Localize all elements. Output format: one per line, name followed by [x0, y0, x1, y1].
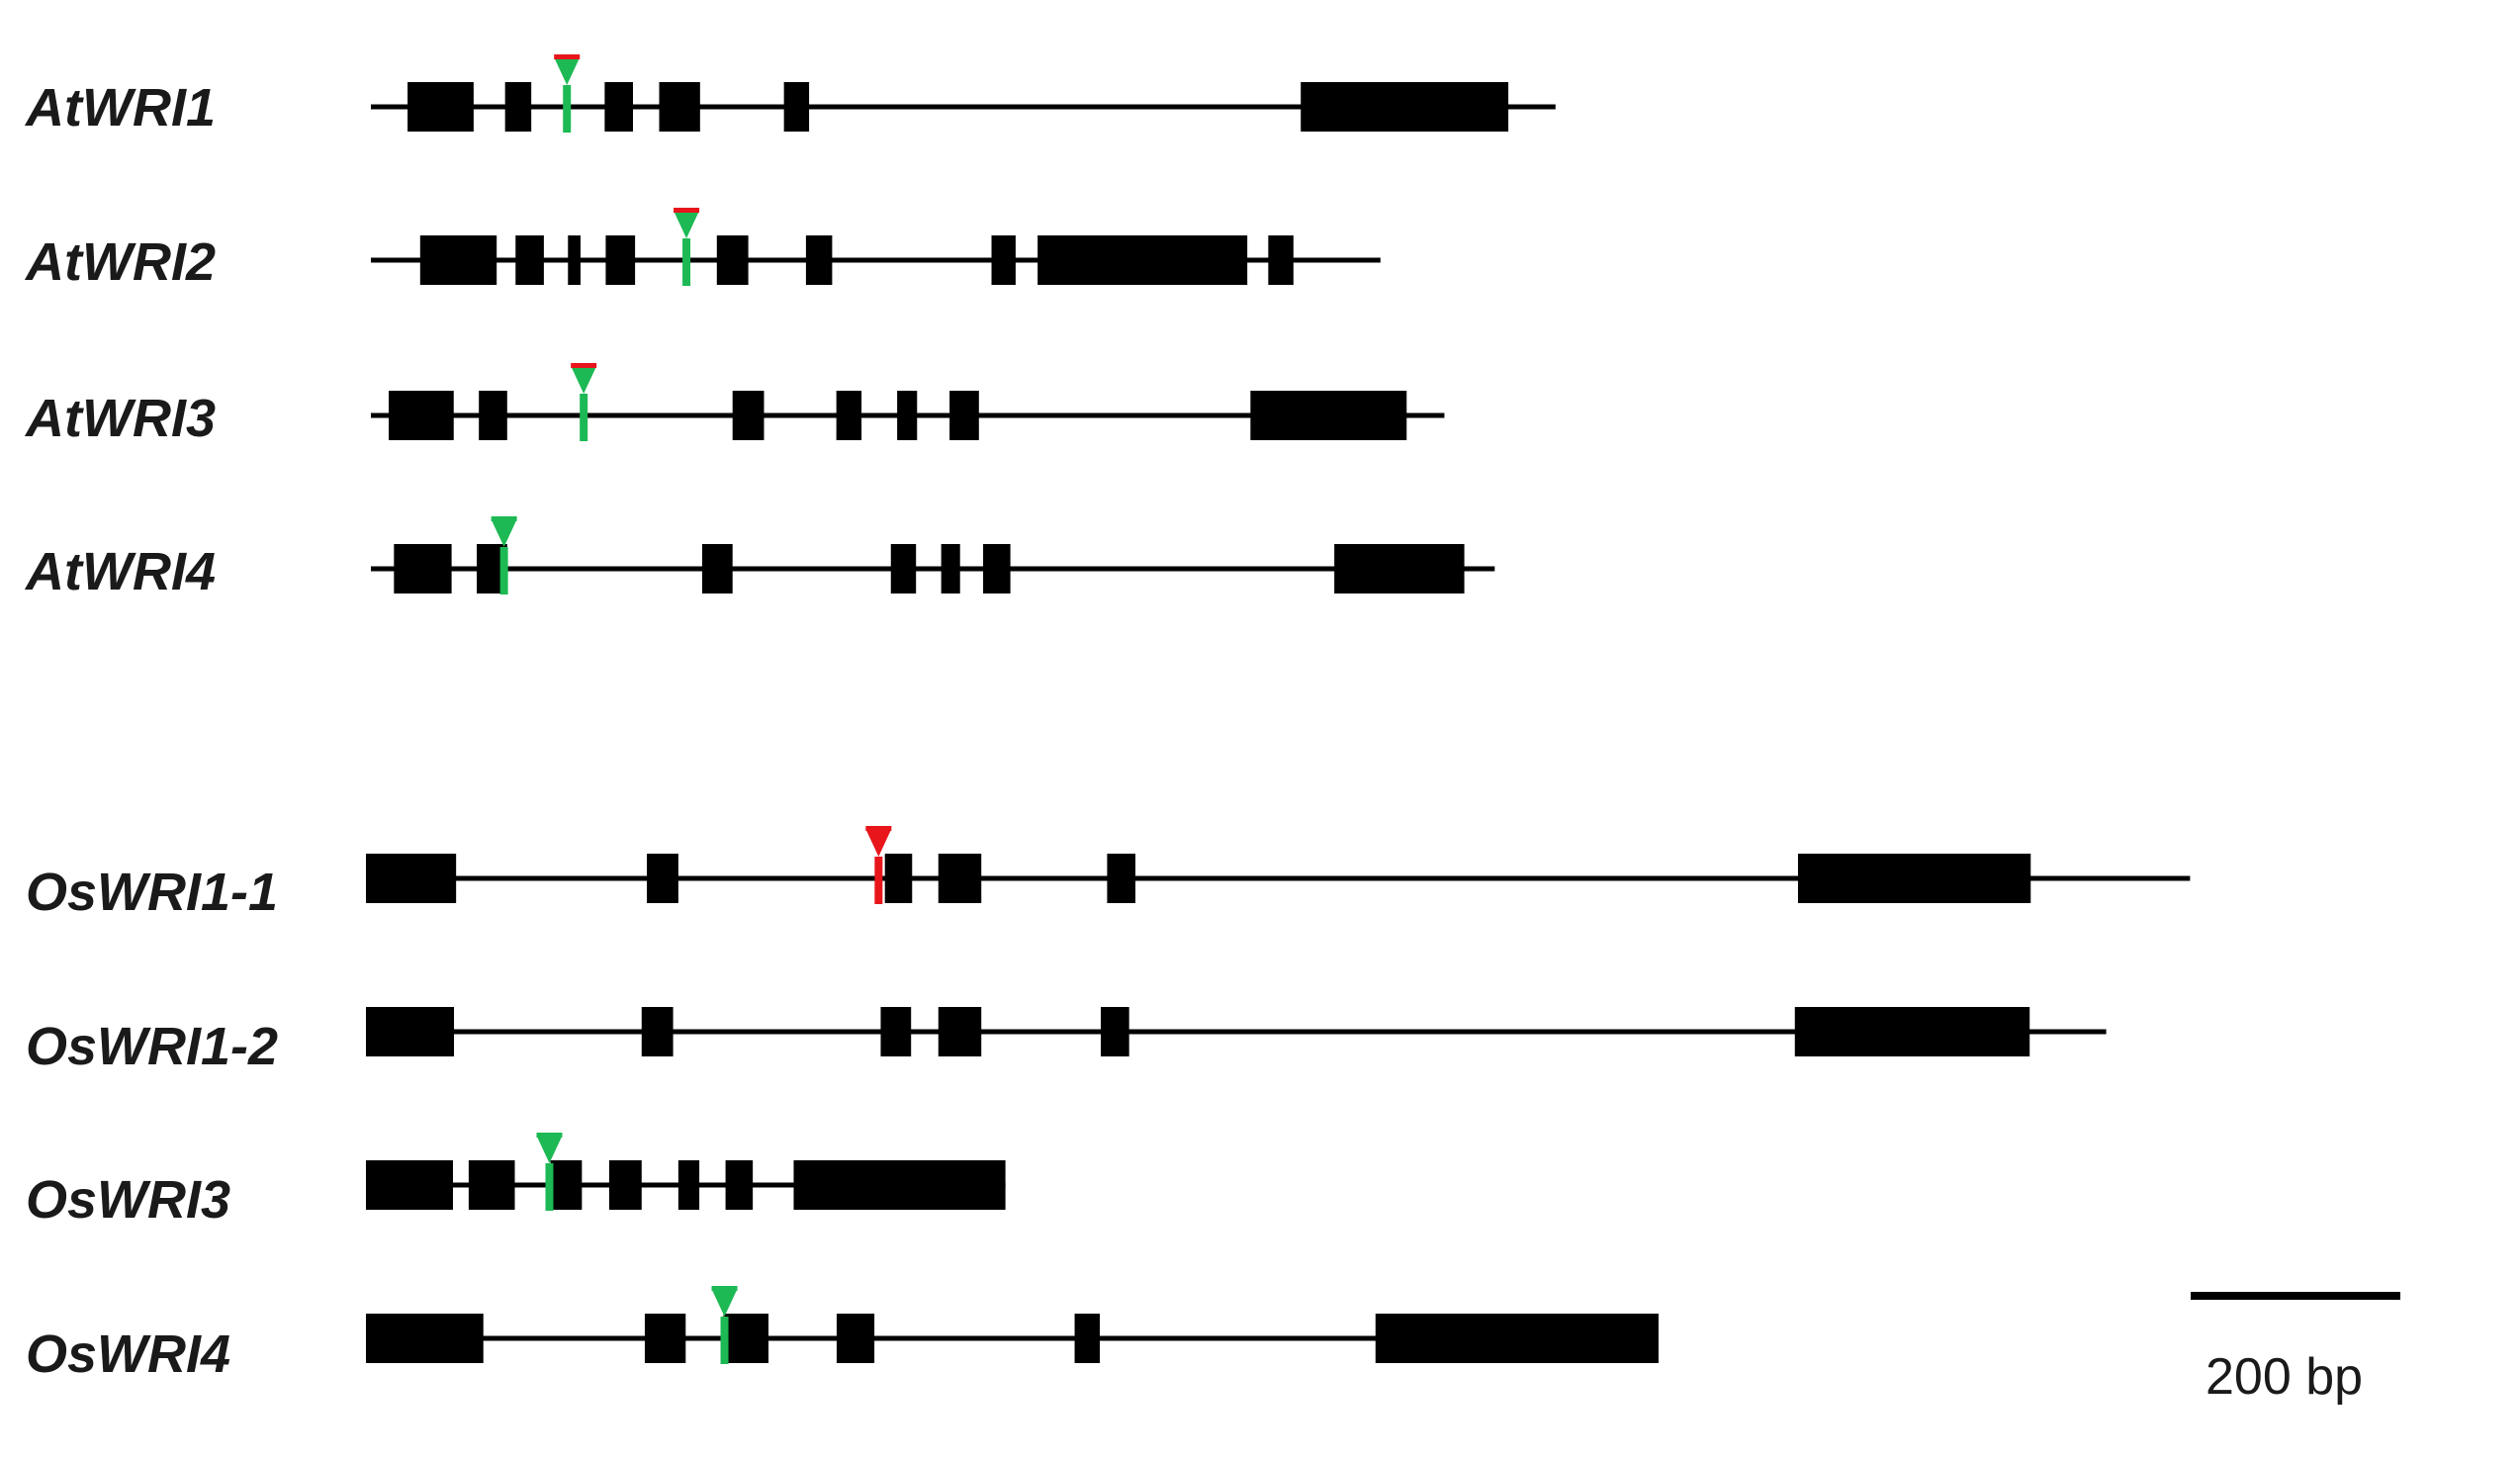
exon-atwri2-1: [419, 235, 497, 285]
exon-oswri1-2-6: [1794, 1007, 2030, 1056]
exon-oswri1-2-1: [366, 1007, 455, 1056]
exon-oswri1-1-1: [366, 854, 457, 903]
insertion-stem-atwri3: [580, 394, 588, 441]
exon-oswri3-2: [468, 1160, 515, 1210]
exon-atwri4-7: [1334, 544, 1465, 594]
exon-oswri4-4: [836, 1314, 875, 1363]
exon-atwri2-5: [716, 235, 749, 285]
gene-label-atwri3: AtWRI3: [26, 389, 216, 448]
insertion-cap-oswri1-1: [865, 826, 892, 831]
exon-atwri4-5: [941, 544, 960, 594]
exon-oswri4-1: [366, 1314, 484, 1363]
insertion-cap-atwri2: [674, 208, 700, 213]
insertion-stem-atwri4: [499, 547, 508, 594]
gene-label-atwri1: AtWRI1: [26, 78, 216, 137]
exon-atwri1-2: [504, 82, 532, 132]
exon-oswri3-1: [366, 1160, 453, 1210]
exon-atwri1-6: [1301, 82, 1509, 132]
exon-oswri3-5: [677, 1160, 700, 1210]
exon-atwri2-8: [1037, 235, 1248, 285]
exon-oswri3-4: [608, 1160, 642, 1210]
exon-atwri3-4: [836, 391, 862, 440]
exon-oswri1-1-6: [1797, 854, 2031, 903]
exon-oswri3-7: [793, 1160, 1006, 1210]
insertion-marker-atwri4: [491, 519, 517, 547]
exon-atwri2-3: [568, 235, 581, 285]
insertion-marker-atwri2: [674, 211, 700, 238]
insertion-cap-oswri4: [711, 1286, 738, 1291]
exon-oswri1-1-3: [884, 854, 913, 903]
exon-atwri1-3: [604, 82, 633, 132]
insertion-stem-atwri2: [682, 238, 691, 286]
gene-label-oswri3: OsWRI3: [26, 1170, 231, 1230]
exon-atwri3-1: [389, 391, 454, 440]
exon-oswri1-1-5: [1107, 854, 1136, 903]
exon-oswri4-2: [644, 1314, 686, 1363]
insertion-marker-oswri4: [711, 1289, 738, 1317]
exon-atwri1-1: [407, 82, 474, 132]
exon-atwri2-2: [515, 235, 544, 285]
exon-atwri2-6: [805, 235, 833, 285]
gene-label-oswri4: OsWRI4: [26, 1325, 231, 1384]
gene-label-oswri1-1: OsWRI1-1: [26, 863, 279, 922]
exon-atwri3-5: [897, 391, 918, 440]
exon-atwri3-3: [732, 391, 765, 440]
exon-oswri1-1-2: [647, 854, 678, 903]
exon-atwri1-5: [783, 82, 810, 132]
exon-oswri1-2-5: [1101, 1007, 1129, 1056]
exon-atwri3-6: [949, 391, 979, 440]
exon-atwri3-7: [1250, 391, 1407, 440]
insertion-marker-atwri1: [554, 57, 581, 85]
gene-label-oswri1-2: OsWRI1-2: [26, 1017, 279, 1076]
insertion-stem-oswri4: [720, 1317, 729, 1364]
exon-oswri3-3: [550, 1160, 583, 1210]
insertion-cap-oswri3: [536, 1133, 563, 1138]
insertion-stem-atwri1: [563, 85, 572, 133]
insertion-cap-atwri3: [571, 363, 597, 368]
insertion-marker-atwri3: [571, 366, 597, 394]
exon-atwri2-9: [1268, 235, 1294, 285]
insertion-stem-oswri3: [545, 1163, 554, 1211]
exon-atwri4-4: [890, 544, 917, 594]
exon-oswri4-5: [1074, 1314, 1100, 1363]
exon-atwri2-4: [605, 235, 636, 285]
exon-atwri3-2: [479, 391, 507, 440]
exon-oswri3-6: [725, 1160, 754, 1210]
insertion-cap-atwri1: [554, 54, 581, 59]
insertion-marker-oswri1-1: [865, 829, 892, 857]
gene-label-atwri2: AtWRI2: [26, 232, 216, 292]
exon-atwri4-6: [983, 544, 1011, 594]
gene-label-atwri4: AtWRI4: [26, 542, 216, 601]
exon-oswri1-2-4: [938, 1007, 982, 1056]
exon-oswri1-2-3: [880, 1007, 912, 1056]
insertion-marker-oswri3: [536, 1136, 563, 1163]
insertion-cap-atwri4: [491, 516, 517, 521]
exon-oswri4-6: [1375, 1314, 1659, 1363]
scale-bar-label: 200 bp: [2205, 1348, 2364, 1406]
exon-oswri4-3: [723, 1314, 769, 1363]
exon-atwri4-1: [394, 544, 452, 594]
exon-oswri1-1-4: [938, 854, 982, 903]
insertion-stem-oswri1-1: [874, 857, 883, 904]
exon-atwri1-4: [659, 82, 700, 132]
exon-oswri1-2-2: [641, 1007, 674, 1056]
exon-atwri4-3: [701, 544, 733, 594]
exon-atwri2-7: [991, 235, 1016, 285]
